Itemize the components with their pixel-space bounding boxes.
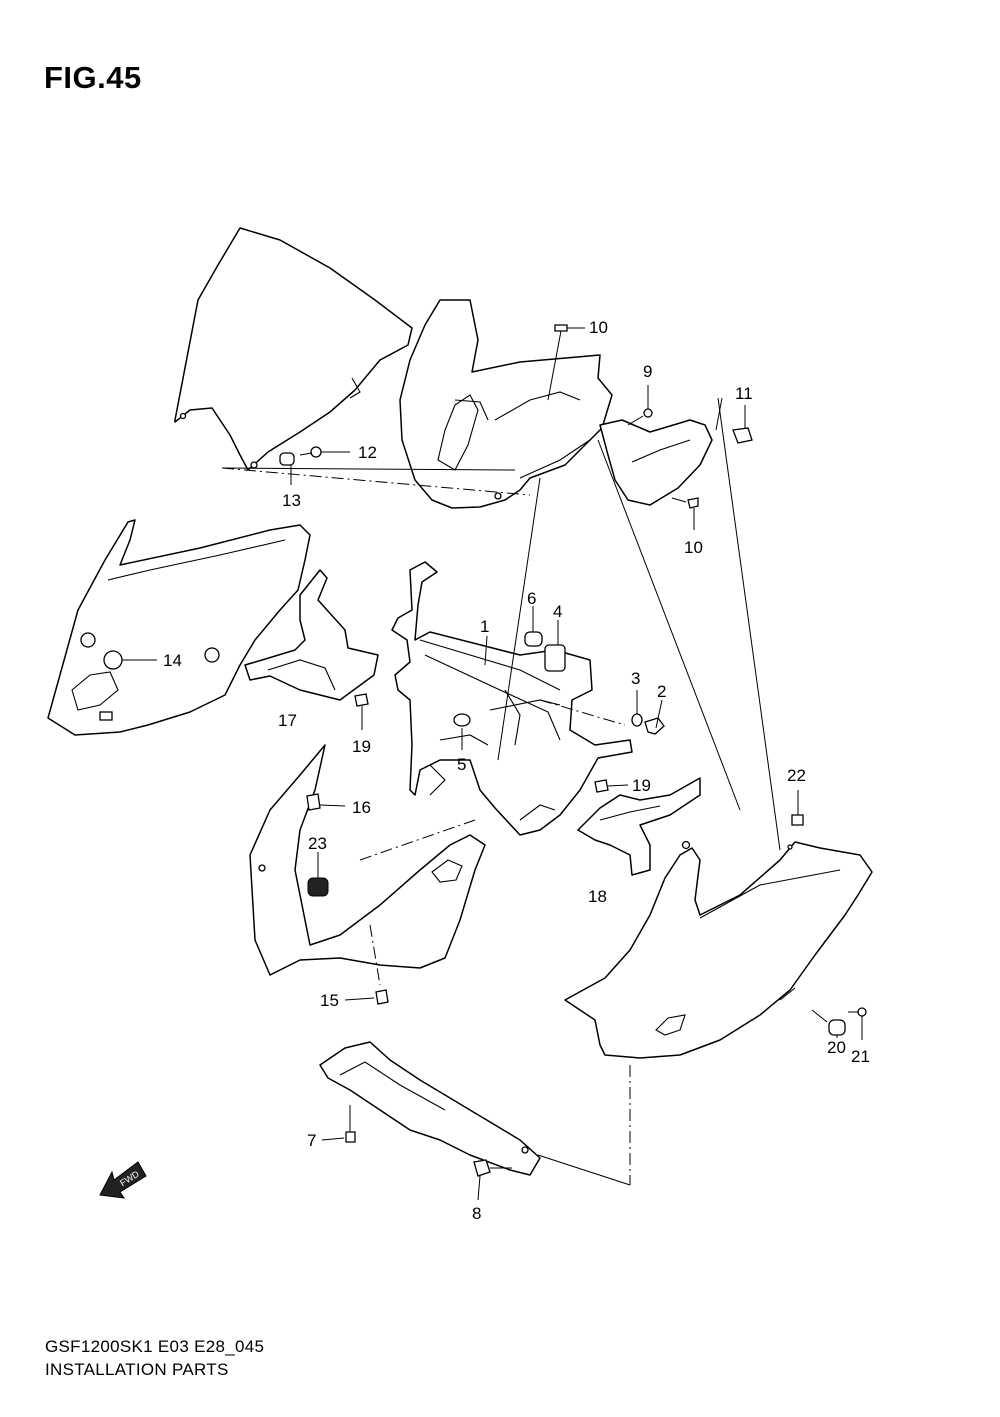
callout-8[interactable]: 8 [472,1204,481,1223]
callout-11[interactable]: 11 [735,384,753,403]
spacer-4-part[interactable] [544,620,566,672]
nut-13-part[interactable] [279,452,295,485]
callout-1[interactable]: 1 [480,617,489,636]
callout-19a[interactable]: 19 [352,737,371,756]
clip-nut-16-part[interactable] [306,793,346,811]
screw-21-part[interactable] [848,1007,867,1040]
fwd-arrow-icon [99,1161,147,1199]
assembly-line-top2 [221,467,516,471]
grommet-6-part[interactable] [524,606,543,647]
clip-nut-11-part[interactable] [715,397,753,444]
callout-labels: 1 2 3 4 5 6 7 8 9 10 10 11 12 13 14 15 1… [163,318,870,1223]
section-name: INSTALLATION PARTS [45,1360,229,1379]
callout-9[interactable]: 9 [643,362,652,381]
under-cowling-part[interactable] [319,1041,541,1176]
callout-17[interactable]: 17 [278,711,297,730]
callout-16[interactable]: 16 [352,798,371,817]
assembly-line-cowl-down [497,477,541,761]
callout-10a[interactable]: 10 [589,318,608,337]
assembly-line-right-long [717,397,781,851]
screw-10a-part[interactable] [547,324,585,401]
windscreen-part[interactable] [174,227,413,471]
damper-23-part[interactable] [307,852,329,897]
fwd-direction-marker: FWD [99,1161,147,1199]
screw-12-part[interactable] [299,446,350,458]
assembly-line-top [221,467,531,496]
callout-2[interactable]: 2 [657,682,666,701]
callout-14[interactable]: 14 [163,651,182,670]
leader-1 [484,635,488,666]
bolt-2-part[interactable] [644,699,665,735]
screw-10b-part[interactable] [671,497,699,530]
assembly-line-15 [369,924,381,986]
callout-7[interactable]: 7 [307,1131,316,1150]
assembly-line-lower-2 [537,1154,631,1186]
figure-title: FIG.45 [44,60,142,95]
grommet-14-part[interactable] [103,650,157,670]
bracket-18-part[interactable] [577,777,701,876]
screw-7-part[interactable] [321,1105,356,1143]
bracket-17-part[interactable] [244,569,379,701]
callout-6[interactable]: 6 [527,589,536,608]
callout-12[interactable]: 12 [358,443,377,462]
inner-cowl-extension-part[interactable] [599,419,713,506]
washer-3-part[interactable] [631,690,643,727]
callout-3[interactable]: 3 [631,669,640,688]
assembly-line-stay [539,699,626,726]
bolt-8-part[interactable] [473,1159,512,1201]
screw-22-part[interactable] [791,790,804,826]
callout-19b[interactable]: 19 [632,776,651,795]
right-lower-cowling-part[interactable] [564,840,873,1059]
screw-19a-part[interactable] [354,693,369,730]
grommet-20-part[interactable] [811,1009,846,1038]
callout-13[interactable]: 13 [282,491,301,510]
callout-10b[interactable]: 10 [684,538,703,557]
callout-21[interactable]: 21 [851,1047,870,1066]
callout-4[interactable]: 4 [553,602,562,621]
callout-22[interactable]: 22 [787,766,806,785]
screw-9-part[interactable] [627,385,653,426]
nut-5-part[interactable] [453,713,471,750]
callout-18[interactable]: 18 [588,887,607,906]
assembly-line-center [359,819,476,861]
cowling-stay-frame-part[interactable] [391,561,633,836]
center-cowling-left-part[interactable] [249,744,486,976]
screw-19b-part[interactable] [594,779,629,793]
screw-15-part[interactable] [344,989,389,1005]
callout-5[interactable]: 5 [457,755,466,774]
model-code: GSF1200SK1 E03 E28_045 [45,1337,265,1356]
left-front-cowling-part[interactable] [47,519,311,736]
assembly-line-cowl-right [597,439,741,811]
inner-cowl-part[interactable] [399,299,613,509]
callout-23[interactable]: 23 [308,834,327,853]
callout-15[interactable]: 15 [320,991,339,1010]
callout-20[interactable]: 20 [827,1038,846,1057]
